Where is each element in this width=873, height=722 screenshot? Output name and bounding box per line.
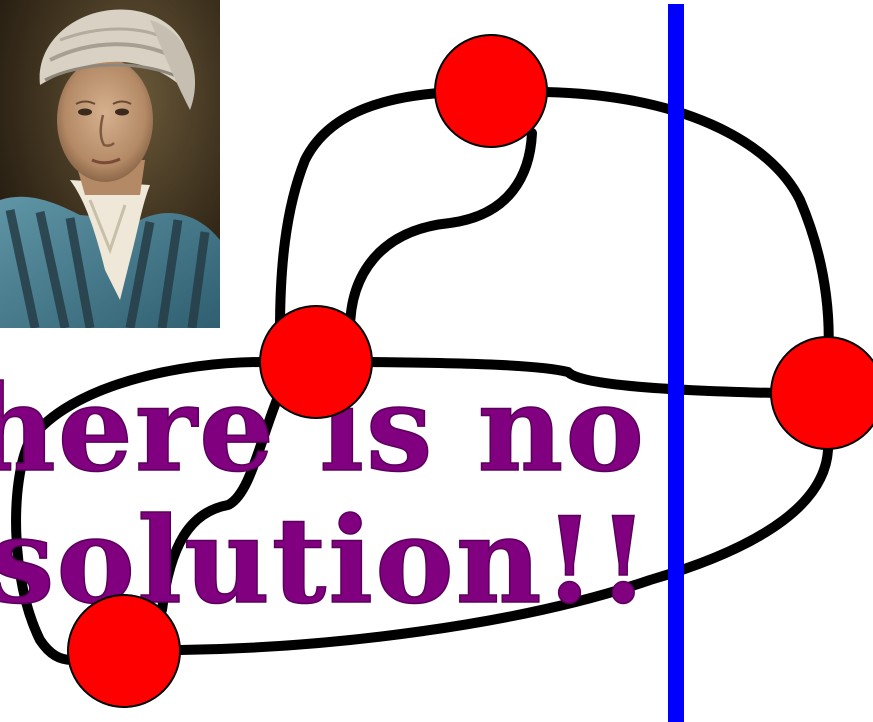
edge-top-to-mid-outer (280, 92, 455, 330)
divider-line (668, 4, 684, 722)
vertex-left-middle (260, 306, 372, 418)
vertex-bottom-left (68, 595, 180, 707)
vertex-right (771, 337, 873, 449)
vertex-top (435, 35, 547, 147)
edge-top-to-right (545, 92, 829, 360)
edge-top-to-mid-inner (350, 133, 532, 330)
